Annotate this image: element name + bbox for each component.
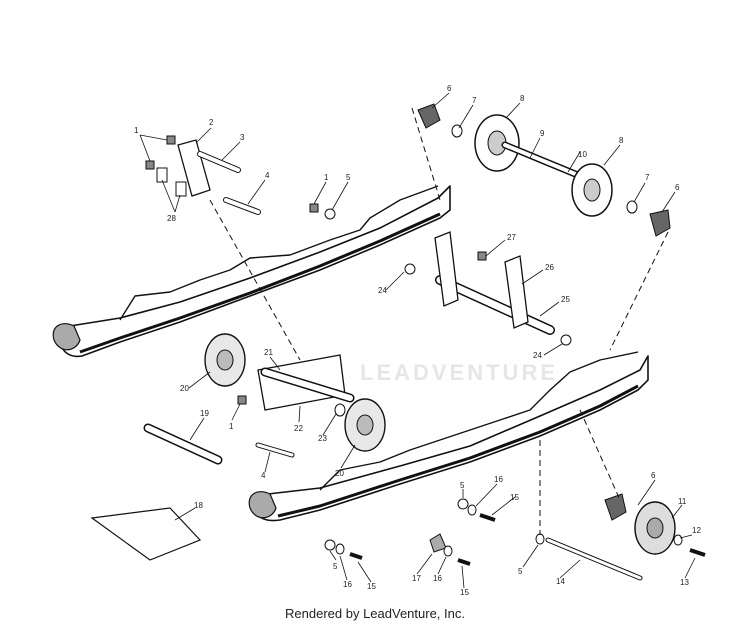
- callout-15-right: 15: [460, 588, 469, 597]
- bolt-3: [197, 151, 241, 173]
- shaft-bracket-right: [504, 255, 529, 329]
- washer-16-a: [467, 504, 477, 516]
- idler-axle: [501, 141, 589, 182]
- callout-15-mid: 15: [510, 493, 519, 502]
- watermark: LEADVENTURE: [360, 360, 559, 385]
- bolt-13: [689, 548, 706, 557]
- shaft-19: [143, 423, 223, 465]
- bolt-15-b: [349, 552, 363, 560]
- callout-25: 25: [561, 295, 570, 304]
- callout-28: 28: [167, 214, 176, 223]
- callout-20-right: 20: [335, 469, 344, 478]
- washer-23: [334, 403, 346, 417]
- callout-16-mid: 16: [494, 475, 503, 484]
- callout-1-rail: 1: [324, 173, 329, 182]
- callout-5-right: 5: [518, 567, 523, 576]
- callout-6-upper-right: 6: [675, 183, 680, 192]
- nut-1-rail: [309, 203, 319, 213]
- callout-3: 3: [240, 133, 245, 142]
- washer-24-lower: [560, 334, 572, 346]
- bolt-4-lower: [255, 442, 295, 458]
- cross-shaft: [435, 275, 555, 335]
- axle-end-cap-lower: [604, 493, 627, 521]
- callout-26: 26: [545, 263, 554, 272]
- callout-17: 17: [412, 574, 421, 583]
- assembly-leader-lines: [209, 107, 669, 535]
- washer-24-upper: [404, 263, 416, 275]
- callout-labels: 1 2 3 4 28 1 5 6 7 8 9 10 8 7 6 27 26 25…: [134, 84, 701, 597]
- idler-wheel-11: [634, 501, 676, 555]
- callout-5-rail: 5: [346, 173, 351, 182]
- washer-5-d: [535, 533, 545, 545]
- callout-19: 19: [200, 409, 209, 418]
- callout-20-left: 20: [180, 384, 189, 393]
- washer-16-c: [443, 545, 453, 557]
- callout-12: 12: [692, 526, 701, 535]
- callout-24-upper: 24: [378, 286, 387, 295]
- callout-14: 14: [556, 577, 565, 586]
- callout-16-low: 16: [343, 580, 352, 589]
- idler-wheel-upper-left: [474, 114, 520, 172]
- bolt-15-c: [457, 558, 471, 566]
- callout-16-right: 16: [433, 574, 442, 583]
- callout-1-lower: 1: [229, 422, 234, 431]
- render-credit: Rendered by LeadVenture, Inc.: [285, 606, 465, 621]
- callout-2: 2: [209, 118, 214, 127]
- nuts-1-upper: [145, 135, 176, 170]
- callout-1-nuts-upper: 1: [134, 126, 139, 135]
- bushings-28: [156, 167, 187, 197]
- left-rail-front-bumper: [52, 323, 81, 351]
- washer-5-c: [324, 539, 336, 551]
- callout-18: 18: [194, 501, 203, 510]
- washer-5-b: [457, 498, 469, 510]
- nut-27: [477, 251, 487, 261]
- shaft-14: [545, 537, 643, 581]
- callout-7-upper-left: 7: [472, 96, 477, 105]
- washer-upper-left: [451, 124, 463, 138]
- washer-upper-right: [626, 200, 638, 214]
- shaft-bracket-left: [434, 231, 459, 307]
- callout-21: 21: [264, 348, 273, 357]
- callout-5-low: 5: [333, 562, 338, 571]
- idler-wheel-20-left: [204, 333, 246, 387]
- link-plate-2: [177, 139, 211, 197]
- callout-10: 10: [578, 150, 587, 159]
- washer-12: [673, 534, 683, 546]
- axle-end-cap-right: [649, 209, 671, 237]
- callout-5-mid: 5: [460, 481, 465, 490]
- callout-13: 13: [680, 578, 689, 587]
- bolt-15-a: [479, 513, 496, 522]
- wear-strip-18: [90, 507, 202, 561]
- washer-16-b: [335, 543, 345, 555]
- callout-leaders: [139, 92, 696, 589]
- callout-27: 27: [507, 233, 516, 242]
- callout-23: 23: [318, 434, 327, 443]
- callout-15-low: 15: [367, 582, 376, 591]
- callout-8-upper-left: 8: [520, 94, 525, 103]
- callout-11: 11: [678, 497, 687, 506]
- callout-24-lower: 24: [533, 351, 542, 360]
- idler-wheel-upper-right: [571, 163, 613, 217]
- callout-22: 22: [294, 424, 303, 433]
- callout-4-upper: 4: [265, 171, 270, 180]
- callout-4-lower: 4: [261, 471, 266, 480]
- bracket-17: [429, 533, 447, 553]
- idler-wheel-20-right: [344, 398, 386, 452]
- right-rail-front-bumper: [248, 491, 277, 519]
- callout-9: 9: [540, 129, 545, 138]
- callout-7-upper-right: 7: [645, 173, 650, 182]
- bolt-4-upper: [223, 197, 261, 215]
- washer-5-rail: [324, 208, 336, 220]
- shock-mount-bracket: [257, 354, 355, 411]
- nut-1-lower: [237, 395, 247, 405]
- callout-6-upper-left: 6: [447, 84, 452, 93]
- callout-6-lower: 6: [651, 471, 656, 480]
- callout-8-upper-right: 8: [619, 136, 624, 145]
- axle-end-cap-left: [417, 103, 441, 129]
